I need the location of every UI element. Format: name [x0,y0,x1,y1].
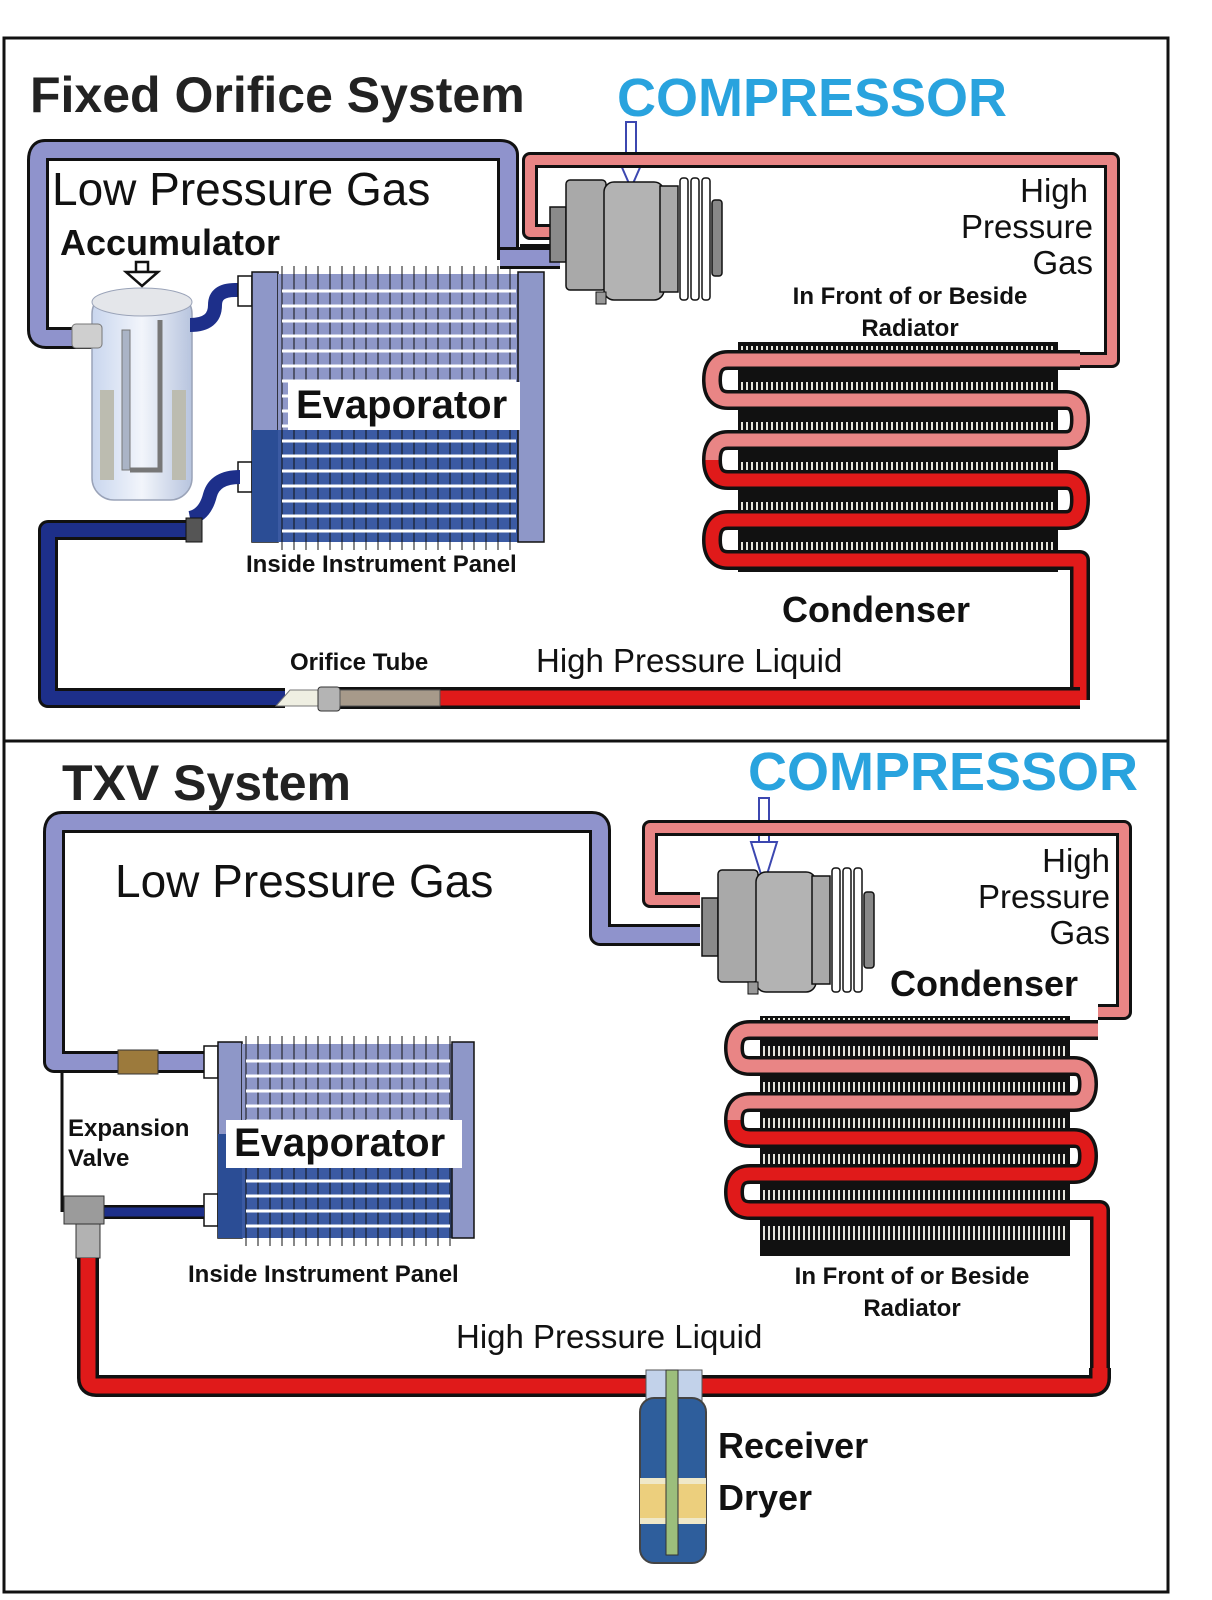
low-pressure-liquid-line [41,523,285,705]
high-pressure-gas-label-2: Pressure [961,208,1093,245]
fixed-orifice-panel: Fixed Orifice System COMPRESSOR Low Pres… [27,67,1120,712]
condenser-label-txv: Condenser [890,963,1078,1004]
compressor-label-bottom: COMPRESSOR [748,742,1138,802]
evaporator-inlet-hose [188,470,241,525]
evaporator-label-bottom: Evaporator [234,1121,445,1165]
high-pressure-liquid-label-txv: High Pressure Liquid [456,1318,762,1355]
evaporator-outlet-hose [189,283,250,332]
high-pressure-gas-label-3: Gas [1032,244,1093,281]
high-pressure-gas-line [525,155,1117,365]
high-pressure-gas-label-txv-1: High [1042,842,1110,879]
condenser-top [702,342,1090,700]
high-pressure-liquid-line-txv [80,1258,1108,1394]
high-pressure-gas-label-txv-2: Pressure [978,878,1110,915]
txv-title: TXV System [62,755,351,811]
high-pressure-gas-line-txv [645,823,1129,1017]
high-pressure-gas-label-1: High [1020,172,1088,209]
condenser-label-top: Condenser [782,589,970,630]
low-pressure-gas-line [30,142,516,346]
txv-sensing-bulb [117,1049,159,1075]
condenser-location-label-txv-1: In Front of or Beside [795,1263,1030,1290]
accumulator [71,287,193,501]
fixed-orifice-title: Fixed Orifice System [30,67,525,123]
evaporator-inlet-fitting-txv [203,1193,219,1227]
compressor-top [549,177,723,305]
evaporator-outlet-fitting [237,275,253,307]
expansion-valve [63,1195,105,1259]
condenser-location-label-2: Radiator [861,315,958,342]
evaporator-inlet-nut [185,517,203,543]
high-pressure-gas-label-txv-3: Gas [1049,914,1110,951]
low-pressure-gas-label-txv: Low Pressure Gas [115,855,493,907]
accumulator-label: Accumulator [60,222,280,263]
receiver-dryer-label-2: Dryer [718,1477,812,1518]
evaporator-inlet-fitting [237,461,253,493]
condenser-location-label-1: In Front of or Beside [793,283,1028,310]
high-pressure-liquid-label-top: High Pressure Liquid [536,642,842,679]
expansion-valve-label-2: Valve [68,1145,129,1172]
low-pressure-gas-line-txv [46,814,700,1070]
compressor-bottom [701,867,875,995]
expansion-valve-label-1: Expansion [68,1115,189,1142]
receiver-dryer-label-1: Receiver [718,1425,868,1466]
txv-panel: TXV System COMPRESSOR Low Pressure Gas H… [43,742,1138,1564]
evaporator-outlet-fitting-txv [203,1045,219,1079]
orifice-tube [274,686,441,712]
evaporator-location-label-top: Inside Instrument Panel [246,551,517,578]
evaporator-label-top: Evaporator [296,383,507,427]
compressor-label-top: COMPRESSOR [617,68,1007,128]
receiver-dryer [639,1369,707,1564]
evaporator-top: Evaporator [251,266,545,550]
condenser-bottom [724,1016,1110,1370]
evaporator-location-label-bottom: Inside Instrument Panel [188,1261,459,1288]
accumulator-arrow [122,260,162,288]
outer-frame [2,36,1170,1594]
low-pressure-gas-label: Low Pressure Gas [52,163,430,215]
condenser-location-label-txv-2: Radiator [863,1295,960,1322]
orifice-tube-label: Orifice Tube [290,649,428,676]
evaporator-bottom: Evaporator [217,1036,475,1246]
